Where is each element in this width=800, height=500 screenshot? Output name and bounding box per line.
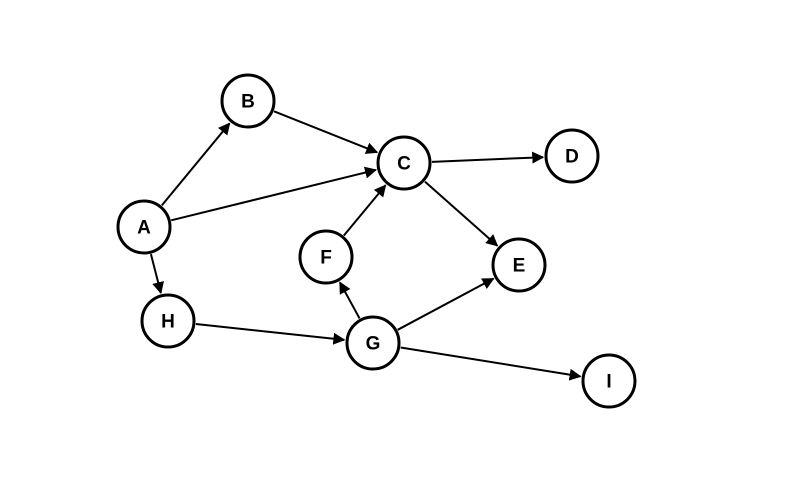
edge-a-to-c xyxy=(170,166,378,222)
node-circle xyxy=(140,293,196,349)
node-e: E xyxy=(491,237,547,293)
node-label: E xyxy=(513,256,526,277)
node-label: I xyxy=(606,372,611,393)
node-g: G xyxy=(345,315,401,371)
node-label: C xyxy=(397,154,411,175)
edge-c-to-d xyxy=(431,151,545,164)
node-circle xyxy=(220,73,276,129)
node-h: H xyxy=(140,293,196,349)
node-circle xyxy=(544,128,600,184)
node-circle xyxy=(116,199,172,255)
edge-g-to-e xyxy=(397,277,495,331)
edge-h-to-g xyxy=(195,322,346,345)
node-label: D xyxy=(565,147,579,168)
node-i: I xyxy=(581,353,637,409)
edge-c-to-e xyxy=(424,180,499,247)
node-label: A xyxy=(137,218,151,239)
node-a: A xyxy=(116,199,172,255)
node-f: F xyxy=(298,229,354,285)
node-d: D xyxy=(544,128,600,184)
node-label: G xyxy=(366,334,381,355)
node-circle xyxy=(376,135,432,191)
node-label: B xyxy=(241,92,255,113)
edge-f-to-c xyxy=(343,184,387,237)
node-circle xyxy=(345,315,401,371)
edge-a-to-b xyxy=(161,122,231,207)
nodes-layer: A B C D E F G H I xyxy=(116,73,637,409)
edge-g-to-f xyxy=(339,281,361,319)
node-label: F xyxy=(320,248,332,269)
node-c: C xyxy=(376,135,432,191)
node-circle xyxy=(491,237,547,293)
node-label: H xyxy=(161,312,175,333)
node-circle xyxy=(298,229,354,285)
edge-b-to-c xyxy=(273,110,379,154)
node-b: B xyxy=(220,73,276,129)
edge-a-to-h xyxy=(149,253,164,295)
edges-layer xyxy=(149,110,582,381)
node-circle xyxy=(581,353,637,409)
edge-g-to-i xyxy=(400,346,582,381)
